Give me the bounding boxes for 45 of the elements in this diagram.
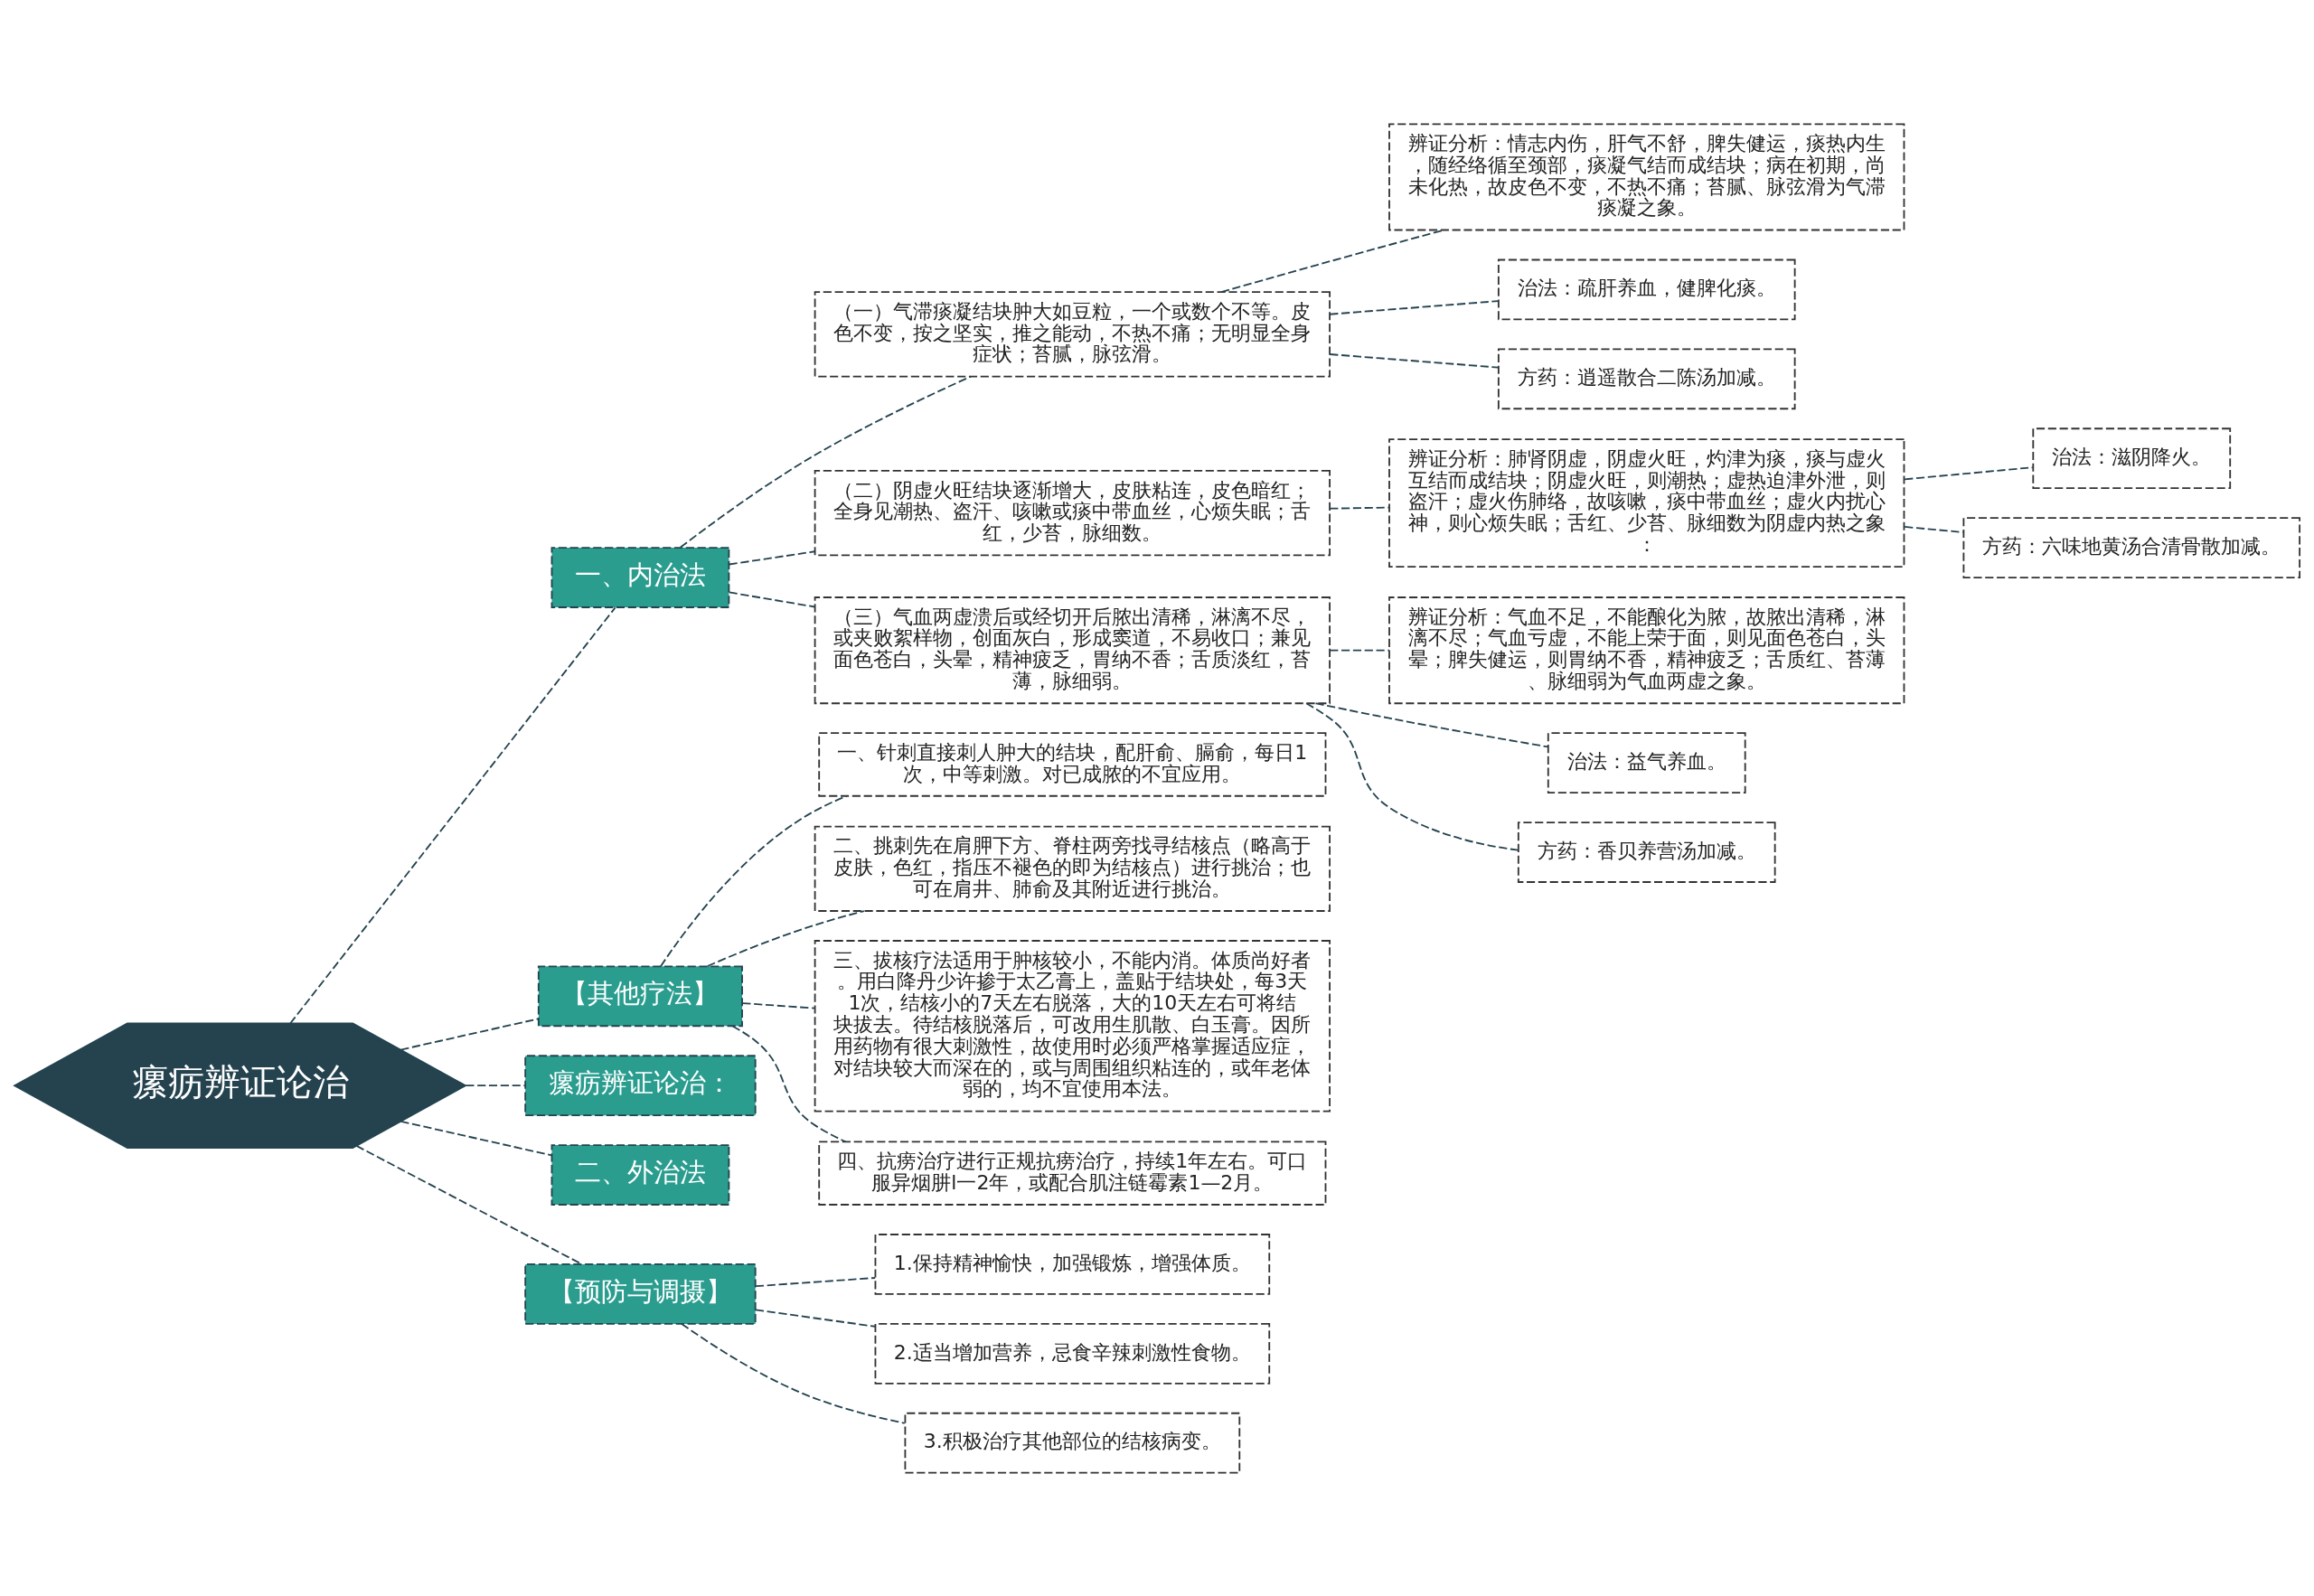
node-box: 二、外治法 [550,1143,730,1206]
connector [400,1120,552,1156]
node-box: 1.保持精神愉快，加强锻炼，增强体质。 [874,1233,1271,1295]
node-box: 四、抗痨治疗进行正规抗痨治疗，持续1年左右。可口服异烟肼l一2年，或配合肌注链霉素1—2月。 [818,1141,1327,1206]
node-box: 方药：六味地黄汤合清骨散加减。 [1962,516,2301,578]
connector [679,375,972,548]
connector [1329,649,1390,652]
node-box: 治法：疏肝养血，健脾化痰。 [1497,258,1796,320]
node-box: 三、拔核疗法适用于肿核较小，不能内消。体质尚好者。用白降丹少许掺于太乙膏上，盖贴于结块处，每3天1次，结核小的7天左右脱落，大的10天左右可将结块拔去。待结核脱落后，可改用生肌散、白玉膏。因所用药物有很大刺激性，故使用时必须严格掌握适应症，对结块较大而深在的，或与周围组织粘连的，或年老体弱的，均不宜使用本法。 [814,939,1331,1112]
node-box: （一）气滞痰凝结块肿大如豆粒，一个或数个不等。皮色不变，按之坚实，推之能动，不热不痛；无明显全身症状；苔腻，脉弦滑。 [814,290,1331,377]
node-box: 二、挑刺先在肩胛下方、脊柱两旁找寻结核点（略高于皮肤，色红，指压不褪色的即为结核点）进行挑治；也可在肩井、肺俞及其附近进行挑治。 [814,825,1331,912]
node-box: 【其他疗法】 [537,964,743,1027]
node-box: 治法：益气养血。 [1547,731,1746,793]
connector [1305,701,1519,851]
connector [1904,465,2034,480]
connector [728,591,816,607]
connector [1314,701,1549,747]
node-box: 方药：逍遥散合二陈汤加减。 [1497,347,1796,409]
node-box: 2.适当增加营养，忌食辛辣刺激性食物。 [874,1322,1271,1385]
connector [1329,352,1500,368]
connector [400,1017,540,1050]
node-box: 一、内治法 [550,546,730,608]
connector [728,549,816,565]
node-box: 【预防与调摄】 [524,1263,757,1325]
node-box: 一、针刺直接刺人肿大的结块，配肝俞、膈俞，每日1次，中等刺激。对已成脓的不宜应用。 [818,731,1327,797]
connector [660,794,848,967]
connector [1904,525,1964,533]
node-box: 3.积极治疗其他部位的结核病变。 [904,1412,1241,1474]
connector [1329,299,1500,315]
connector [755,1276,877,1287]
node-box: 辨证分析：肺肾阴虚，阴虚火旺，灼津为痰，痰与虚火互结而成结块；阴虚火旺，则潮热；虚热迫津外泄，则盗汗；虚火伤肺络，故咳嗽，痰中带血丝；虚火内扰心神，则心烦失眠；舌红、少苔、脉细数为阴虚内热之象： [1388,437,1905,568]
connector [731,1025,847,1142]
node-box: 治法：滋阴降火。 [2032,427,2232,489]
connector [465,1084,526,1086]
node-box: 辨证分析：情志内伤，肝气不舒，脾失健运，痰热内生，随经络循至颈部，痰凝气结而成结块；病在初期，尚未化热，故皮色不变，不热不痛；苔腻、脉弦滑为气滞痰凝之象。 [1388,122,1905,230]
connector [755,1309,877,1328]
node-box: （三）气血两虚溃后或经切开后脓出清稀，淋漓不尽，或夹败絮样物，创面灰白，形成窦道，不易收口；兼见面色苍白，头晕，精神疲乏，胃纳不香；舌质淡红，苔薄，脉细弱。 [814,596,1331,704]
node-box: 瘰疬辨证论治： [524,1054,757,1116]
node-box: 辨证分析：气血不足，不能酿化为脓，故脓出清稀，淋漓不尽；气血亏虚，不能上荣于面，则见面色苍白，头晕；脾失健运，则胃纳不香，精神疲乏；舌质红、苔薄、脉细弱为气血两虚之象。 [1388,596,1905,704]
connector [1329,506,1390,510]
node-box: 方药：香贝养营汤加减。 [1517,821,1776,883]
connector [741,1001,816,1009]
connector [289,606,616,1024]
connector [681,1322,906,1424]
node-box: （二）阴虚火旺结块逐渐增大，皮肤粘连，皮色暗红；全身见潮热、盗汗、咳嗽或痰中带血丝，心烦失眠；舌红，少苔，脉细数。 [814,469,1331,556]
